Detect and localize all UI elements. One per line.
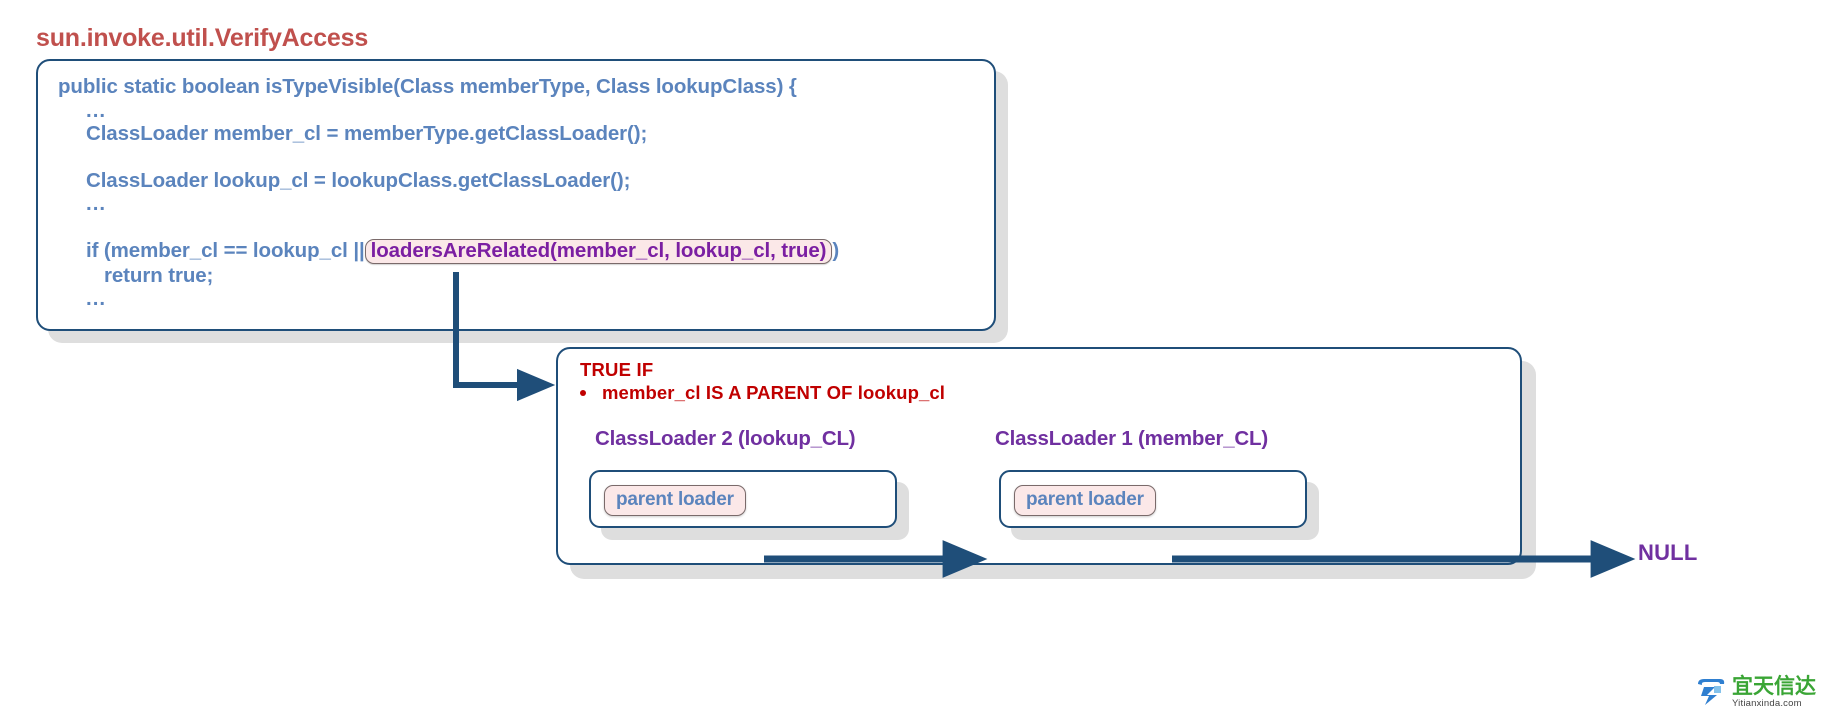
code-body: public static boolean isTypeVisible(Clas… [58, 75, 984, 311]
code-line-blank-1 [58, 146, 984, 169]
watermark-text: 宜天信达 Yitianxinda.com [1732, 673, 1816, 709]
parent-loader-pill-2: parent loader [604, 485, 746, 516]
code-line-blank-2 [58, 216, 984, 239]
code-line-if-condition: if (member_cl == lookup_cl ||loadersAreR… [58, 238, 984, 264]
code-line-return-true: return true; [104, 263, 214, 287]
parent-loader-pill-1: parent loader [1014, 485, 1156, 516]
null-terminal-label: NULL [1638, 540, 1698, 565]
code-line-signature: public static boolean isTypeVisible(Clas… [58, 75, 797, 98]
page-title: sun.invoke.util.VerifyAccess [36, 24, 369, 52]
true-if-bullet-row: member_cl IS A PARENT OF lookup_cl [580, 382, 945, 404]
classloader-1-label: ClassLoader 1 (member_CL) [995, 427, 1268, 450]
yitianxinda-logo-icon [1698, 679, 1725, 705]
if-suffix-text: ) [832, 238, 840, 262]
true-if-bullet-text: member_cl IS A PARENT OF lookup_cl [602, 382, 945, 403]
watermark-en: Yitianxinda.com [1732, 697, 1802, 709]
if-prefix-text: if (member_cl == lookup_cl || [86, 238, 365, 262]
classloader-2-box [589, 470, 897, 528]
watermark-cn: 宜天信达 [1732, 673, 1816, 698]
code-line-ellipsis-1: ... [86, 98, 107, 122]
classloader-2-label: ClassLoader 2 (lookup_CL) [595, 427, 856, 450]
loaders-are-related-call[interactable]: loadersAreRelated(member_cl, lookup_cl, … [364, 238, 833, 264]
true-condition-panel: TRUE IF member_cl IS A PARENT OF lookup_… [556, 347, 1522, 565]
code-line-lookup-cl: ClassLoader lookup_cl = lookupClass.getC… [86, 168, 631, 192]
code-line-ellipsis-2: ... [86, 192, 107, 215]
bullet-dot-icon [580, 390, 586, 396]
true-if-heading: TRUE IF [580, 359, 654, 380]
watermark: 宜天信达 Yitianxinda.com [1694, 672, 1834, 712]
code-line-member-cl: ClassLoader member_cl = memberType.getCl… [86, 122, 648, 145]
code-line-ellipsis-3: ... [86, 287, 107, 310]
code-panel: public static boolean isTypeVisible(Clas… [36, 59, 996, 331]
